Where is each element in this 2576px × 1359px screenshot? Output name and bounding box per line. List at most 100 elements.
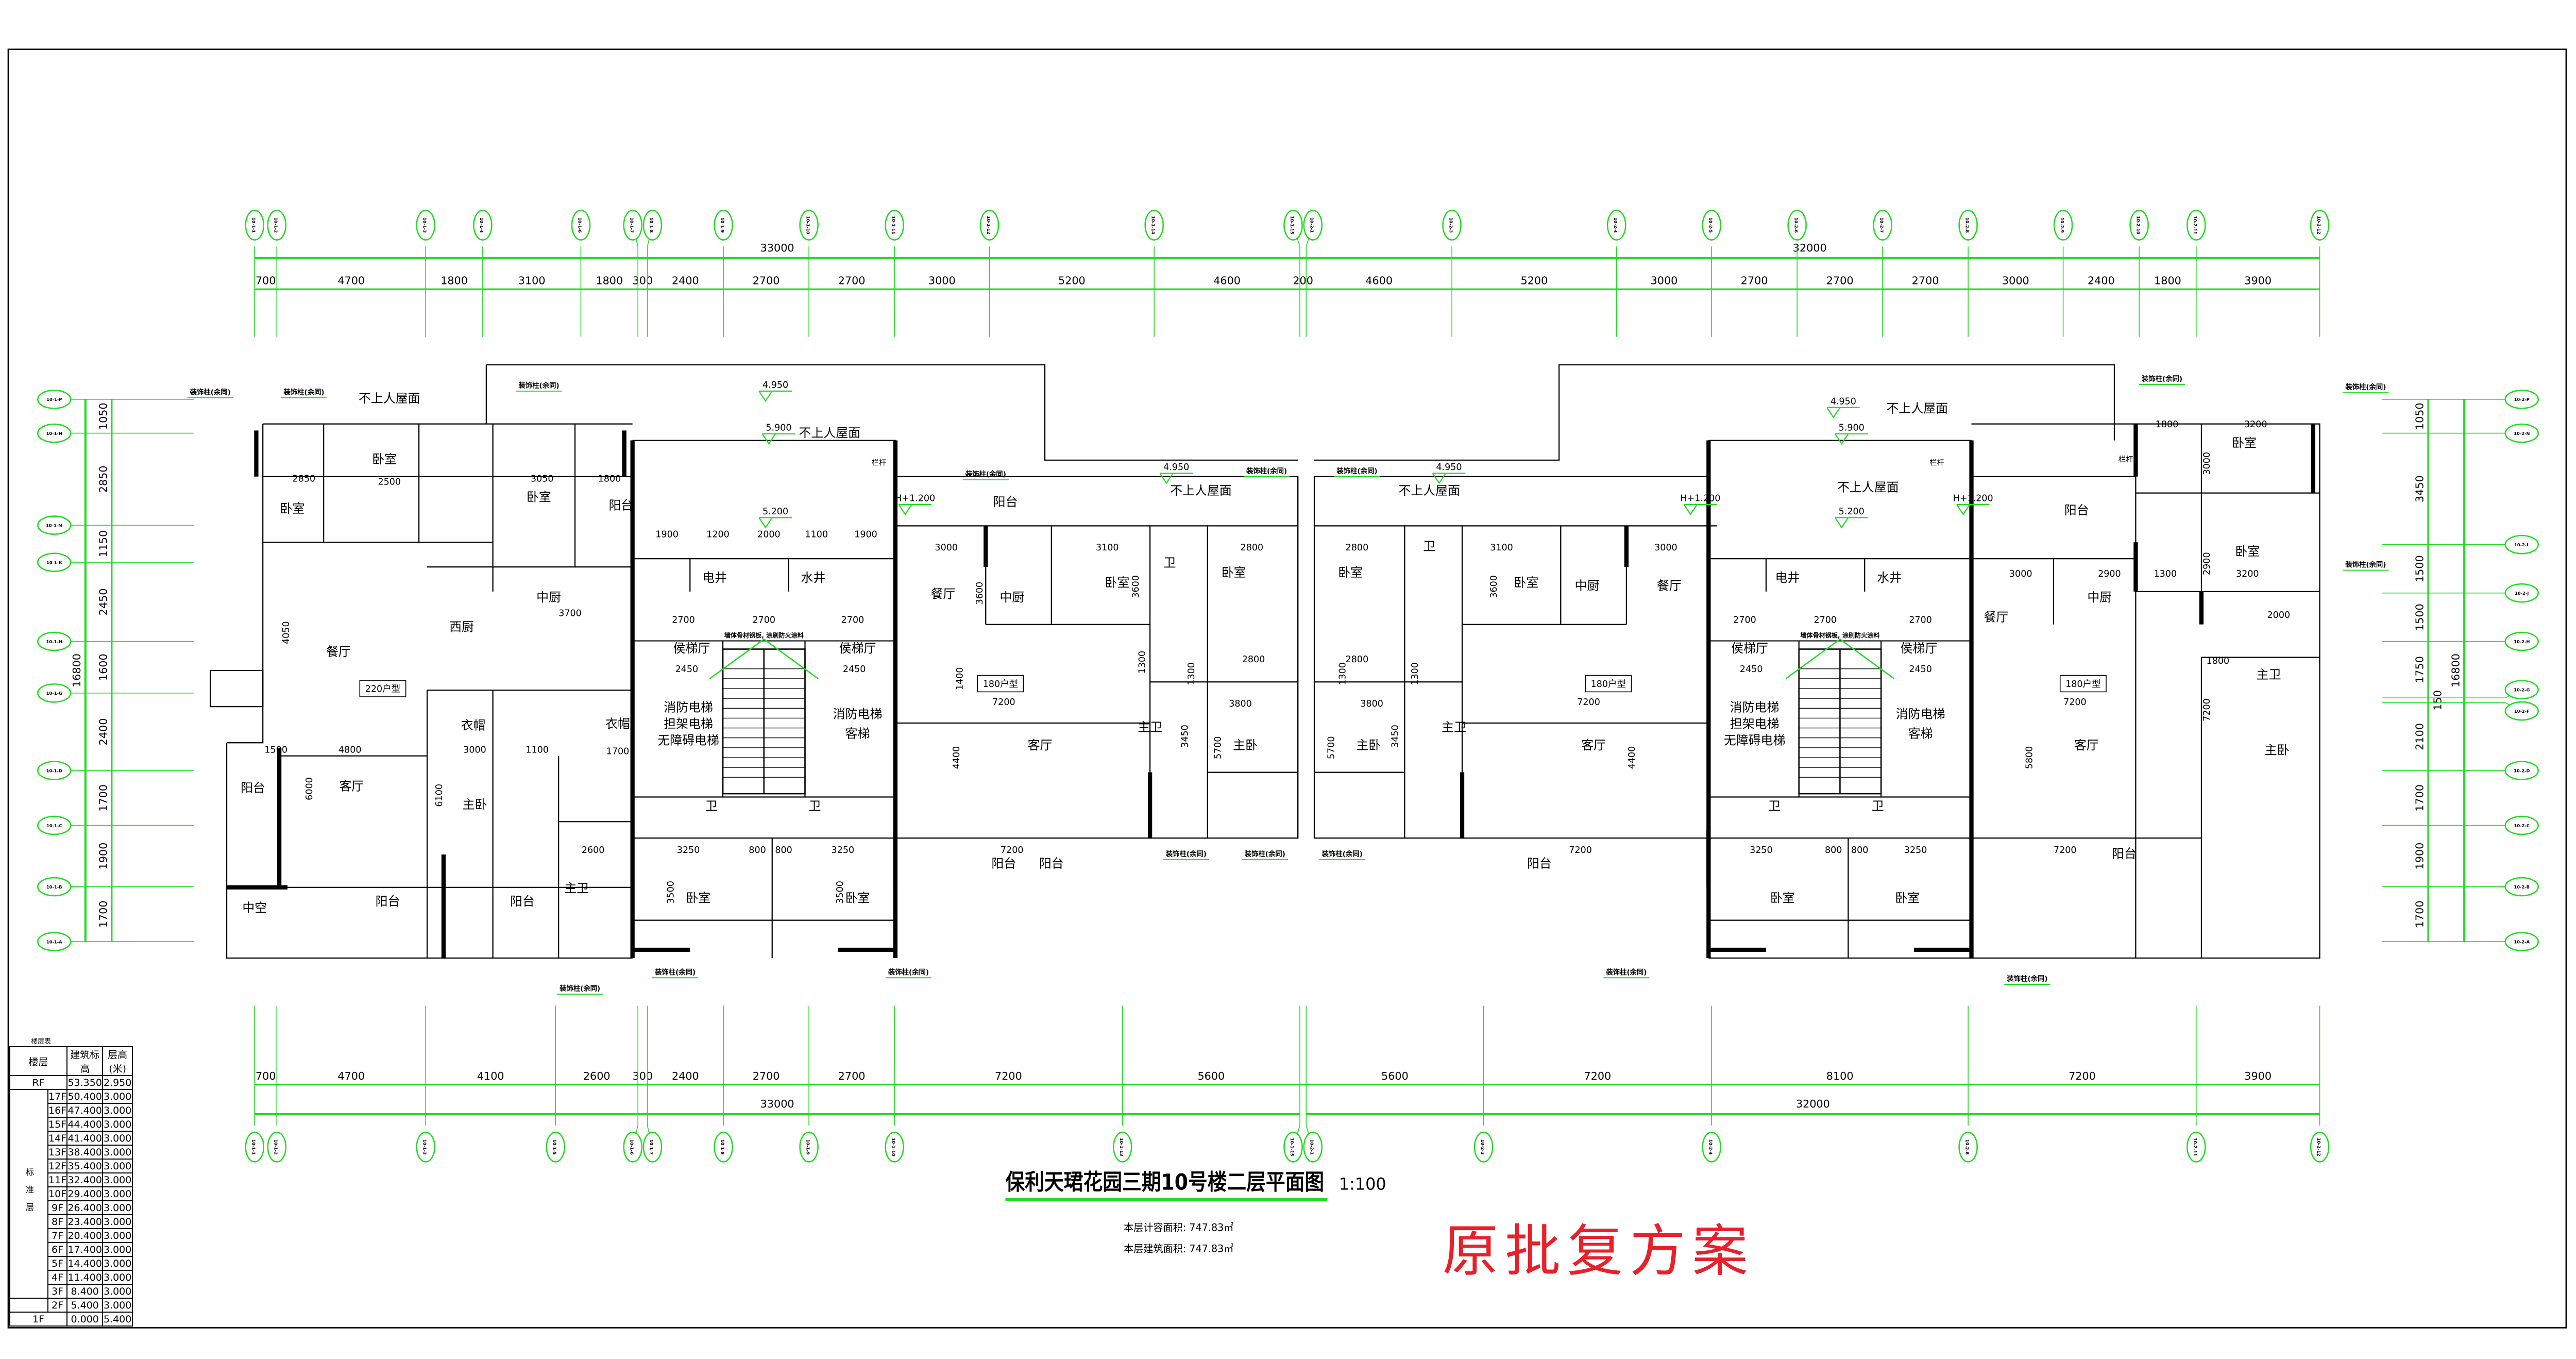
axis-label: 10-2-P (2514, 397, 2530, 402)
floor-table-cell: 20.400 (66, 1228, 104, 1243)
inner-dimension: 800 (1851, 845, 1868, 855)
room-label: 中厨 (2087, 590, 2112, 605)
room-label: 阳台 (241, 781, 265, 795)
axis-label: 10-2-3 (1448, 217, 1453, 233)
inner-dimension: 2700 (1814, 615, 1837, 625)
dimension-value: 1700 (97, 784, 109, 812)
room-label: 主卫 (564, 881, 589, 895)
inner-dimension: 5800 (2025, 746, 2035, 769)
dimension-value: 7200 (1584, 1070, 1612, 1082)
decor-column-note: 装饰柱(余同) (1321, 849, 1363, 858)
room-label: 卧室 (372, 452, 397, 466)
dimension-value: 700 (256, 1070, 276, 1082)
room-label: 侯梯厅 (839, 641, 876, 656)
inner-dimension: 3450 (1180, 725, 1190, 748)
total-dimension-value: 33000 (760, 242, 794, 254)
elevation-value: 4.950 (1163, 462, 1189, 473)
axis-label: 10-2-8 (1964, 1139, 1970, 1155)
inner-dimension: 3250 (1750, 845, 1773, 855)
floor-table-cell: 3F (47, 1284, 68, 1299)
axis-bubble (2310, 209, 2330, 241)
floor-table-cell: 4F (47, 1270, 68, 1285)
inner-dimension: 2450 (1740, 664, 1763, 675)
dimension-value: 2100 (2413, 723, 2426, 750)
inner-dimension: 1200 (706, 530, 730, 540)
floor-table-cell: 32.400 (66, 1172, 104, 1187)
dimension-value: 3000 (1651, 275, 1678, 287)
room-label: 主卧 (463, 797, 487, 812)
floor-table-header-cell: 楼层 (9, 1046, 68, 1076)
floor-table-header: 楼层建筑标高层高(米) (9, 1046, 133, 1076)
room-label: 不上人屋面 (1887, 401, 1948, 415)
dimension-value: 3000 (928, 275, 956, 287)
axis-label: 10-2-8 (1964, 217, 1970, 233)
inner-dimension: 2700 (752, 615, 775, 625)
axis-label: 10-1-H (46, 639, 62, 644)
inner-dimension: 1300 (1138, 651, 1148, 674)
room-label: 客梯 (845, 727, 870, 741)
inner-dimension: 5700 (1326, 736, 1336, 760)
axis-label: 10-1-1 (251, 1139, 256, 1155)
axis-bubble (37, 552, 72, 572)
floor-table-cell: 3.000 (102, 1117, 133, 1132)
inner-dimension: 3250 (832, 845, 855, 855)
floor-table-cell: 3.000 (102, 1131, 133, 1146)
elevation-value: 4.950 (1831, 396, 1856, 407)
decor-column-note: 装饰柱(余同) (2006, 975, 2047, 983)
axis-bubble (37, 932, 72, 951)
floor-table-cell: 0.000 (66, 1312, 104, 1327)
dimension-value: 2400 (2088, 275, 2115, 287)
decor-column-note: 装饰柱(余同) (1336, 466, 1377, 475)
axis-label: 10-1-2 (274, 1139, 279, 1155)
axis-label: 10-1-10 (891, 1138, 896, 1156)
wall-line (1971, 423, 2320, 959)
axis-bubble (2504, 701, 2539, 721)
axis-label: 10-2-6 (1793, 217, 1799, 233)
room-label: 餐厅 (326, 644, 351, 659)
axis-bubble (37, 877, 72, 897)
axis-bubble (2504, 423, 2539, 443)
drawing-title: 保利天珺花园三期10号楼二层平面图 (1006, 1170, 1325, 1196)
dimension-value: 1900 (2413, 843, 2426, 870)
elevation-marker-icon (1834, 433, 1868, 445)
axis-bubble (1873, 209, 1892, 241)
axis-label: 10-1-6 (578, 217, 583, 233)
dimension-value: 2700 (1741, 275, 1768, 287)
decor-column-note: 装饰柱(余同) (518, 381, 559, 390)
axis-bubble (799, 209, 819, 241)
wall-line (226, 743, 633, 959)
room-label: 客厅 (1028, 738, 1053, 752)
axis-label: 10-2-A (2514, 939, 2530, 944)
room-label: 主卫 (1442, 720, 1466, 734)
room-label: 主卧 (1233, 738, 1258, 752)
inner-dimension: 3200 (2244, 420, 2267, 430)
axis-label: 10-1-9 (720, 217, 725, 233)
axis-bubble (37, 761, 72, 780)
floor-table-cell: 38.400 (66, 1145, 104, 1160)
elevation-marker-icon (1432, 473, 1466, 484)
inner-dimension: 7200 (2202, 698, 2212, 722)
floor-table-cell: 3.000 (102, 1159, 133, 1173)
inner-dimension: 4400 (1627, 746, 1637, 769)
fire-protection-note: 墙体骨材钢板, 涂刷防火涂料 (1800, 631, 1879, 639)
elevation-value: 5.200 (762, 507, 788, 517)
dimension-value: 2700 (753, 1070, 780, 1082)
decor-column-note: 装饰柱(余同) (1605, 968, 1647, 977)
wall-line (1708, 919, 1972, 958)
dimension-value: 300 (633, 1070, 653, 1082)
axis-label: 10-2-10 (2136, 216, 2141, 234)
axis-bubble (642, 1131, 663, 1163)
axis-label: 10-2-4 (1708, 1139, 1713, 1155)
wall-line (227, 657, 264, 744)
dimension-value: 4700 (337, 1070, 365, 1082)
inner-dimension: 3000 (2009, 569, 2032, 579)
room-label: 卫 (1872, 799, 1884, 813)
axis-bubble (1112, 1131, 1132, 1163)
inner-dimension: 7200 (1569, 845, 1592, 855)
room-label: 卧室 (1222, 565, 1246, 580)
inner-dimension: 3250 (677, 845, 700, 855)
